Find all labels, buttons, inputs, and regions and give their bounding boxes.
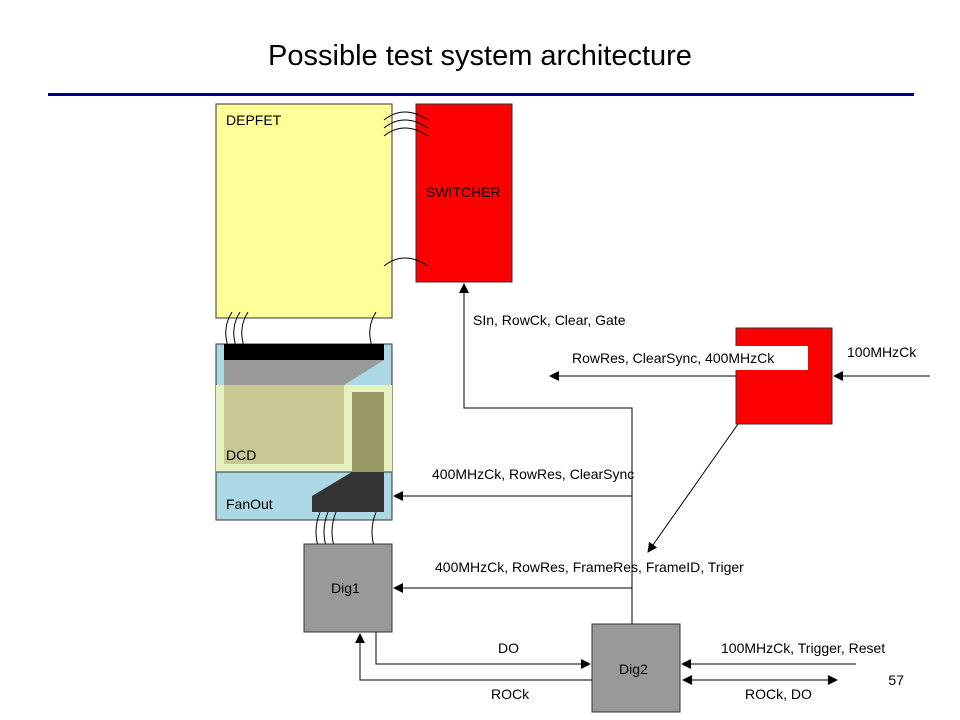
do-label: DO	[498, 640, 519, 656]
arrow-switcher-ctrl	[459, 283, 633, 624]
dig2-label: Dig2	[619, 661, 648, 677]
arrow-rock	[355, 633, 592, 681]
rock-label: ROCk	[491, 686, 530, 702]
dcd-label: DCD	[226, 447, 257, 463]
page-title: Possible test system architecture	[268, 40, 692, 72]
depfet-block	[215, 103, 393, 319]
fanout-label: FanOut	[226, 496, 273, 512]
bond-wire-lower	[383, 257, 429, 267]
dcd-core	[224, 385, 344, 464]
page-number: 57	[888, 672, 904, 688]
arrow-clock-diagonal	[647, 423, 739, 553]
clock-in-label: 100MHzCk	[847, 344, 917, 360]
bond-wires-top	[383, 111, 429, 137]
switcher-block	[415, 103, 513, 283]
clock-out-label: RowRes, ClearSync, 400MHzCk	[572, 350, 775, 366]
clock-box	[735, 327, 833, 425]
dig2-block	[591, 623, 681, 713]
dcd-column	[352, 392, 384, 472]
title-underline	[48, 93, 914, 96]
fanout-dark-shape	[312, 472, 384, 512]
switcher-label: SWITCHER	[426, 184, 501, 200]
arrow-do	[375, 632, 591, 669]
dig1-signals-label: 400MHzCk, RowRes, FrameRes, FrameID, Tri…	[435, 559, 744, 575]
dig2-inputs-label: 100MHzCk, Trigger, Reset	[721, 640, 886, 656]
bond-wires-depfet-dcd	[225, 311, 377, 347]
depfet-label: DEPFET	[226, 112, 282, 128]
dcd-top-bar	[224, 344, 384, 360]
dig2-bidir-label: ROCk, DO	[745, 686, 812, 702]
dig1-block	[303, 543, 393, 633]
dcd-signals-label: 400MHzCk, RowRes, ClearSync	[432, 466, 635, 482]
dig1-label: Dig1	[331, 580, 360, 596]
switcher-signals-label: SIn, RowCk, Clear, Gate	[473, 312, 626, 328]
dcd-gray-trap	[224, 360, 384, 385]
